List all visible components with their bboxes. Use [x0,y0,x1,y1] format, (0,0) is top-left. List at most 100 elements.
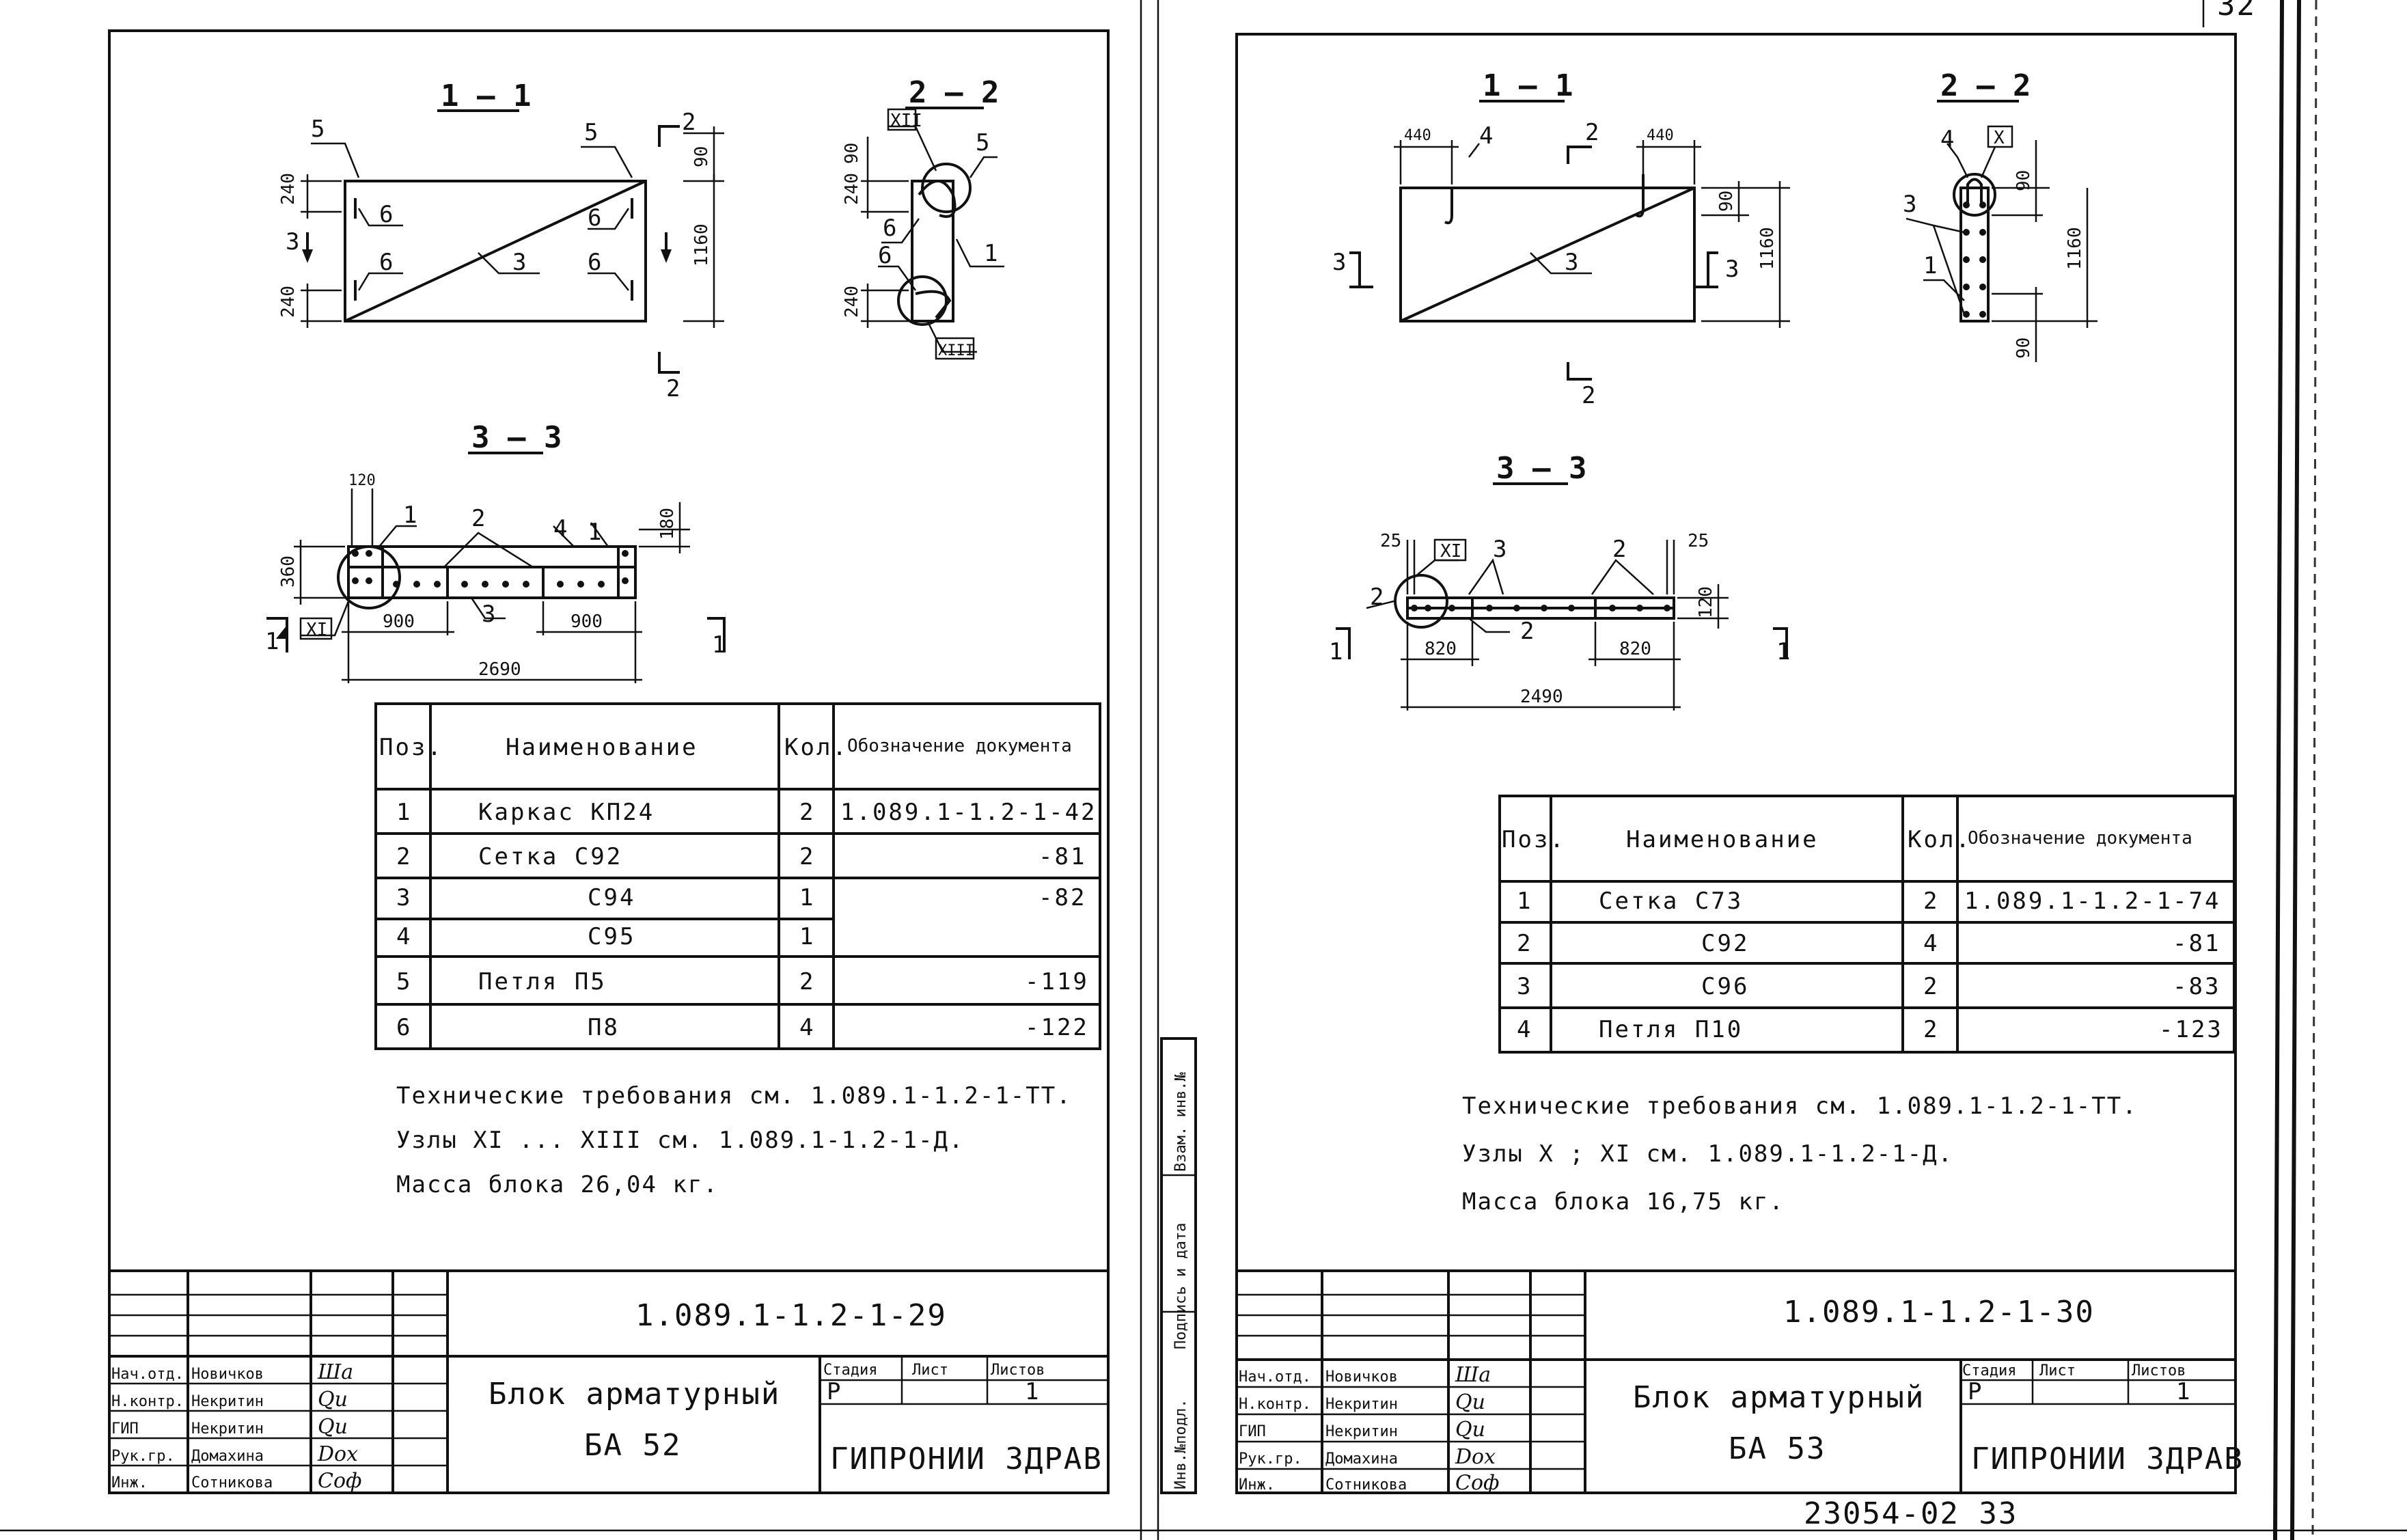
staff-role: Рук.гр. [111,1448,175,1465]
callout: 3 [1565,249,1578,276]
rebar-dots [352,550,629,588]
rebar [1448,605,1455,611]
cut-arrow [1349,251,1361,287]
staff-role: Рук.гр. [1239,1450,1302,1468]
dim: 90 [842,143,862,164]
stage-value: Р [1968,1378,1981,1405]
node-circle [1953,173,1996,217]
leader [1932,225,1966,315]
node-label: XI [306,620,327,640]
table-row: 3 С96 2 -83 [1517,973,2220,1000]
block-outline [344,180,647,322]
cell-pos: 1 [1517,888,1532,915]
title-line-2: БА 52 [584,1428,681,1463]
rebar [366,577,372,584]
right-section-2-2: 2 — 2 4 X 3 [1903,68,2097,362]
leader [1366,600,1394,609]
staff-signature: Qu [318,1388,348,1412]
node-circle-xi [337,545,401,609]
table-frame [1498,795,2236,1054]
table-row: 2 Сетка С92 2 -81 [396,843,1084,870]
callout: 1 [588,519,601,546]
rebar [622,577,629,584]
dim: 120 [348,472,376,489]
note-line: Узлы X ; XI см. 1.089.1-1.2-1-Д. [1462,1140,1953,1168]
rebar [366,550,372,557]
cut-arrow-2 [1567,146,1592,164]
node-label: XII [890,111,922,131]
callout: 6 [878,242,892,269]
cut-label: 2 [1585,119,1599,146]
callout: 2 [1520,618,1534,645]
loop-shape [1636,174,1645,218]
callout: 3 [512,249,526,276]
table-row: 5 Петля П5 2 -119 [396,968,1087,995]
right-spec-table: Поз. Наименование Кол. Обозначение докум… [1498,795,2236,1054]
rebar [482,581,489,588]
stage-label: Стадия [823,1362,877,1379]
cell-name: С92 [1701,930,1749,957]
leader [1980,146,1996,178]
cell-doc: -83 [2173,973,2220,1000]
rebar [1513,605,1520,611]
dim: 240 [842,173,862,205]
cut-arrow-2 [658,125,680,147]
rebar [1979,311,1986,318]
table-row: 4 Петля П10 2 -123 [1517,1016,2221,1043]
loop-shape [918,180,957,218]
callout: 3 [1903,191,1916,218]
table-frame [374,702,1101,1050]
staff-name: Домахина [1325,1450,1398,1468]
staff-signature: Ша [317,1360,353,1384]
table-row: 6 П8 4 -122 [396,1014,1089,1041]
staff-role: Н.контр. [111,1393,184,1410]
callout: 6 [588,249,601,276]
dim: 1160 [691,223,712,266]
arrowhead [276,625,287,639]
staff-role: ГИП [1239,1423,1266,1440]
leader [588,272,629,291]
rebar [1541,605,1548,611]
staff-row: Н.контр. Некритин Qu [111,1388,348,1412]
staff-row: Рук.гр. Домахина Dox [1239,1445,1496,1469]
cut-arrow [266,617,288,652]
staff-row: Нач.отд. Новичков Ша [1239,1363,1491,1387]
loop-shape [1444,188,1453,225]
cell-pos: 5 [396,968,412,995]
org-name: ГИПРОНИИ ЗДРАВ [1971,1442,2244,1476]
dim: 360 [278,555,299,588]
left-section-1-1: 1 — 1 5 5 6 6 6 6 3 240 [278,79,724,402]
cell-qty: 2 [1923,973,1939,1000]
dim: 440 [1404,127,1431,144]
note-line: Технические требования см. 1.089.1-1.2-1… [396,1082,1072,1110]
cell-pos: 6 [396,1014,412,1041]
dim: 90 [2013,170,2034,191]
callout: 2 [1370,583,1384,611]
leader [1923,279,1965,301]
rebar [1609,605,1616,611]
doc-code: 1.089.1-1.2-1-30 [1783,1295,2095,1330]
vzam-inv-label: Взам. инв.№ [1172,1072,1189,1172]
staff-signature: Dox [317,1442,358,1466]
staff-signature: Dox [1455,1445,1496,1469]
staff-name: Некритин [1325,1396,1398,1413]
cell-doc: -122 [1025,1014,1089,1041]
staff-role: Инж. [111,1474,148,1491]
rebar [352,577,359,584]
staff-role: Нач.отд. [1239,1369,1311,1386]
table-header: Наименование [506,734,698,761]
dim: 440 [1647,127,1674,144]
dim: 2490 [1520,687,1563,707]
cell-pos: 4 [1517,1016,1532,1043]
table-header: Наименование [1626,826,1819,853]
callout: 3 [1493,536,1507,563]
leader [379,525,417,547]
node-box [935,337,975,360]
doc-code: 1.089.1-1.2-1-29 [635,1298,947,1333]
callout: 5 [976,129,989,156]
rebar [523,581,529,588]
sheets-label: Листов [991,1362,1045,1379]
cell-qty: 2 [799,968,815,995]
left-section-2-2: 2 — 2 XII 5 6 6 1 XIII 90 [842,75,1004,360]
leader [357,272,403,291]
